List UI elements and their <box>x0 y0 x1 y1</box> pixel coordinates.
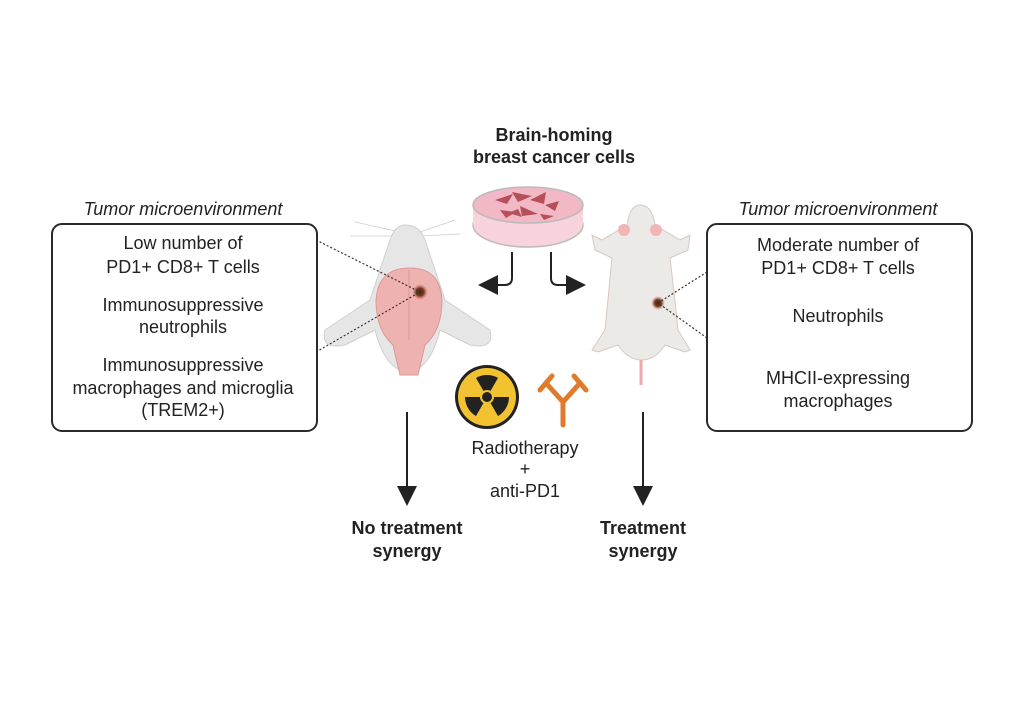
left-item: (TREM2+) <box>141 400 225 420</box>
mouse-head-brain-icon <box>323 219 492 376</box>
left-panel-box <box>51 223 318 432</box>
title-line1: Brain-homing <box>495 125 613 145</box>
left-item: neutrophils <box>138 317 228 337</box>
left-item: Immunosuppressive <box>102 355 264 375</box>
left-item: macrophages and microglia <box>72 378 294 398</box>
radiation-icon <box>455 365 519 429</box>
right-item: Moderate number of <box>756 235 920 255</box>
arrow-left-icon <box>478 252 513 295</box>
arrow-right-icon <box>550 252 586 295</box>
title-line2: breast cancer cells <box>472 147 636 167</box>
left-item: Low number of <box>123 233 243 253</box>
mouse-body-icon <box>591 204 691 385</box>
right-outcome-line2: synergy <box>608 541 678 561</box>
right-item: MHCII-expressing <box>765 368 911 388</box>
treatment-line2: + <box>519 459 531 479</box>
treatment-line1: Radiotherapy <box>471 438 579 458</box>
right-panel-heading: Tumor microenvironment <box>738 199 938 219</box>
right-panel-box <box>706 223 973 432</box>
left-item: PD1+ CD8+ T cells <box>106 257 260 277</box>
left-outcome-line2: synergy <box>372 541 442 561</box>
treatment-line3: anti-PD1 <box>489 481 561 501</box>
left-outcome-line1: No treatment <box>351 518 463 538</box>
right-outcome-line1: Treatment <box>599 518 687 538</box>
left-item: Immunosuppressive <box>102 295 264 315</box>
antibody-icon <box>537 373 589 428</box>
right-item: macrophages <box>783 391 893 411</box>
right-item: Neutrophils <box>792 306 884 326</box>
left-panel-heading: Tumor microenvironment <box>83 199 283 219</box>
petri-dish-icon <box>472 186 584 248</box>
right-item: PD1+ CD8+ T cells <box>761 258 915 278</box>
dotted-connectors <box>315 239 708 353</box>
